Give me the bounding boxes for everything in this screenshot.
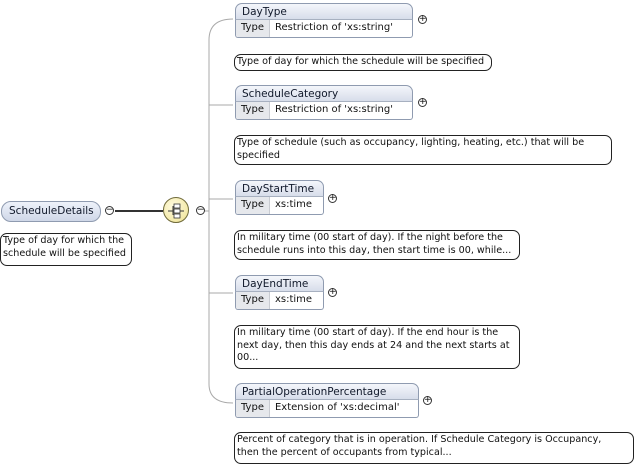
- root-element-label: ScheduleDetails: [9, 205, 94, 217]
- sequence-compositor-icon[interactable]: [163, 197, 189, 223]
- element-documentation: Type of schedule (such as occupancy, lig…: [234, 135, 612, 165]
- type-key-label: Type: [236, 292, 270, 309]
- element-documentation: In military time (00 start of day). If t…: [234, 230, 520, 260]
- element-partialoperationpercentage[interactable]: PartialOperationPercentage: [235, 383, 419, 400]
- type-value: Restriction of 'xs:string': [274, 22, 393, 33]
- root-documentation: Type of day for which the schedule will …: [0, 233, 132, 266]
- type-value: Restriction of 'xs:string': [274, 104, 393, 115]
- expand-icon[interactable]: +: [328, 287, 337, 297]
- type-value: Extension of 'xs:decimal': [274, 402, 400, 413]
- type-row: Type Restriction of 'xs:string': [235, 102, 413, 120]
- element-daytype[interactable]: DayType: [235, 3, 413, 20]
- expand-icon[interactable]: +: [418, 14, 427, 24]
- sequence-glyph: [168, 203, 184, 219]
- element-dayendtime[interactable]: DayEndTime: [235, 275, 324, 292]
- type-value: xs:time: [274, 294, 313, 305]
- collapse-icon[interactable]: −: [196, 205, 205, 215]
- element-schedulecategory[interactable]: ScheduleCategory: [235, 85, 413, 102]
- root-element-scheduledetails[interactable]: ScheduleDetails: [1, 201, 101, 222]
- expand-icon[interactable]: +: [423, 395, 432, 405]
- type-key-label: Type: [236, 197, 270, 214]
- type-key-label: Type: [236, 400, 270, 417]
- expand-icon[interactable]: +: [418, 97, 427, 107]
- element-daystarttime[interactable]: DayStartTime: [235, 180, 324, 197]
- collapse-icon[interactable]: −: [105, 205, 114, 215]
- type-row: Type xs:time: [235, 292, 324, 310]
- type-value: xs:time: [274, 199, 313, 210]
- element-documentation: Percent of category that is in operation…: [234, 432, 634, 464]
- element-documentation: In military time (00 start of day). If t…: [234, 325, 520, 369]
- type-key-label: Type: [236, 20, 270, 37]
- type-row: Type Extension of 'xs:decimal': [235, 400, 419, 418]
- type-row: Type xs:time: [235, 197, 324, 215]
- type-key-label: Type: [236, 102, 270, 119]
- type-row: Type Restriction of 'xs:string': [235, 20, 413, 38]
- expand-icon[interactable]: +: [328, 193, 337, 203]
- element-documentation: Type of day for which the schedule will …: [234, 54, 492, 71]
